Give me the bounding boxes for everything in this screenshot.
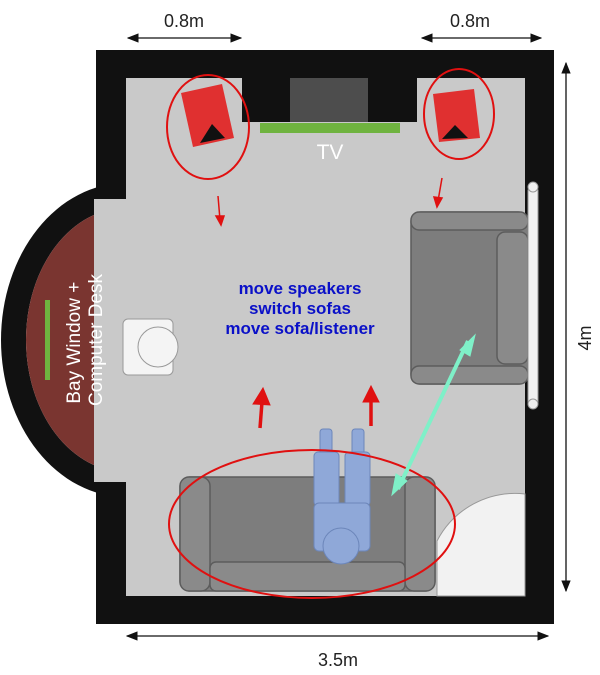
right-speaker-offset-label: 0.8m [450, 11, 490, 31]
dimension-arrows [125, 33, 571, 641]
note-switch-sofas: switch sofas [249, 299, 351, 318]
bottom-sofa [179, 476, 436, 592]
room-depth-label: 4m [575, 325, 595, 350]
left-speaker-highlight [166, 74, 250, 180]
right-sofa [410, 211, 529, 385]
bay-window-label-line1: Bay Window + [64, 282, 85, 404]
sofa-listener-highlight [168, 449, 456, 599]
speaker-move-arrows [214, 177, 444, 227]
bay-floor-edge [112, 199, 128, 482]
right-speaker [433, 89, 480, 142]
note-move-sofa-listener: move sofa/listener [225, 319, 375, 338]
diagonal-distance-arrow [391, 333, 476, 497]
room-width-label: 3.5m [318, 650, 358, 670]
bay-window-desk-bar [45, 300, 50, 380]
right-speaker-highlight [423, 68, 495, 160]
sofa-move-arrows [252, 384, 380, 429]
desk-chair [122, 318, 179, 376]
bay-window-label-line2: Computer Desk [86, 274, 107, 406]
tv-stand [260, 123, 400, 133]
tv-label: TV [317, 141, 344, 164]
left-speaker [181, 84, 234, 147]
bay-window-wall [1, 183, 126, 497]
left-speaker-cone-icon [200, 124, 225, 143]
tv-screen [290, 78, 368, 122]
note-move-speakers: move speakers [239, 279, 362, 298]
right-speaker-cone-icon [442, 125, 468, 139]
door [436, 492, 526, 597]
bay-window-label: Bay Window + Computer Desk [64, 274, 107, 406]
left-speaker-offset-label: 0.8m [164, 11, 204, 31]
right-wall-window [527, 181, 539, 410]
listener [313, 428, 371, 565]
